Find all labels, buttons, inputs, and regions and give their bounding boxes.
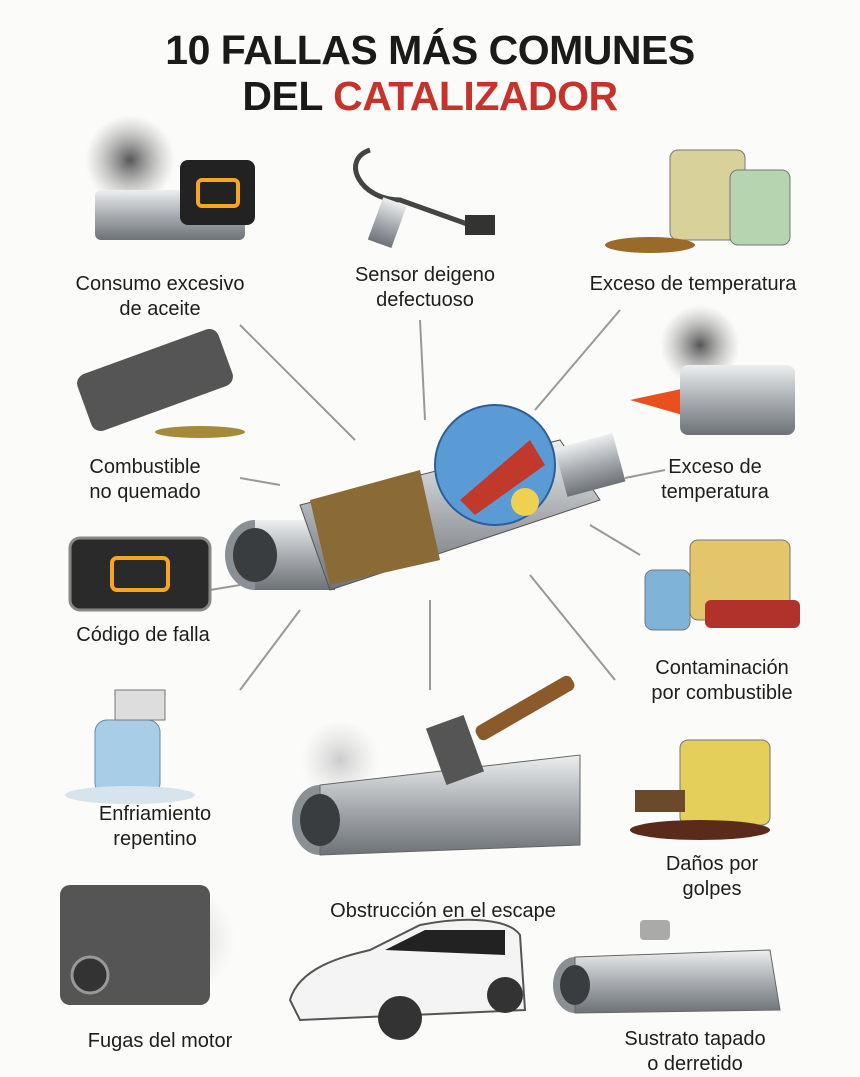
page-title-line2: DEL CATALIZADOR: [0, 74, 860, 118]
failure-label-unburned-fuel: Combustible no quemado: [89, 455, 200, 505]
failure-label-impact: Daños por golpes: [666, 852, 758, 902]
failure-label-obstruction: Obstrucción en el escape: [330, 899, 556, 924]
label-line: repentino: [113, 828, 197, 850]
label-line: o derretido: [647, 1053, 743, 1075]
label-line: golpes: [682, 878, 742, 900]
smoking-exhaust-icon: [85, 115, 255, 240]
title-prefix: DEL: [242, 73, 323, 119]
label-line: Daños por: [665, 853, 759, 875]
label-line: Contaminación: [655, 657, 789, 679]
check-engine-light-icon: [68, 536, 212, 612]
logo: [434, 404, 556, 526]
leaking-jerrycan-icon: [630, 739, 771, 840]
failure-label-cooling: Enfriamiento repentino: [99, 802, 211, 852]
oil-cans-icon: [605, 149, 791, 253]
label-line: temperatura: [661, 481, 769, 503]
failure-label-oil: Consumo excesivo de aceite: [76, 272, 245, 322]
label-line: no quemado: [89, 481, 201, 503]
catalytic-converter-icon: [225, 433, 626, 591]
label-line: Sustrato tapado: [624, 1028, 766, 1050]
overheating-engine-icon: [630, 305, 795, 435]
failure-label-engine-leaks: Fugas del motor: [88, 1029, 233, 1054]
label-line: por combustible: [651, 682, 793, 704]
spray-bottle-icon: [65, 689, 195, 804]
failure-label-substrate: Sustrato tapado o derretido: [624, 1027, 765, 1077]
label-line: Código de falla: [76, 624, 210, 646]
page-title: 10 FALLAS MÁS COMUNES: [165, 27, 695, 73]
failure-label-fault-code: Código de falla: [76, 623, 209, 648]
failure-label-temperature: Exceso de temperatura: [590, 272, 797, 297]
label-line: Consumo excesivo: [75, 273, 245, 295]
title-highlight: CATALIZADOR: [333, 73, 618, 119]
label-line: Exceso de: [668, 456, 762, 478]
fuel-injectors-icon: [77, 328, 245, 438]
oxygen-sensor-icon: [353, 147, 495, 249]
label-line: de aceite: [119, 298, 201, 320]
failure-label-sensor: Sensor deigeno defectuoso: [355, 263, 495, 313]
car-icon: [288, 918, 527, 1040]
label-line: Sensor deigeno: [354, 264, 496, 286]
label-line: Enfriamiento: [98, 803, 212, 825]
engine-block-icon: [60, 885, 235, 1005]
failure-label-overheat: Exceso de temperatura: [661, 455, 769, 505]
label-line: Combustible: [89, 456, 201, 478]
label-line: defectuoso: [376, 289, 474, 311]
label-line: Exceso de temperatura: [589, 273, 797, 295]
label-line: Fugas del motor: [87, 1030, 233, 1052]
melted-converter-icon: [553, 920, 781, 1014]
label-line: Obstrucción en el escape: [330, 900, 556, 922]
fuel-containers-icon: [644, 539, 800, 631]
connector-lines: [209, 309, 666, 691]
hammer-on-converter-icon: [292, 675, 581, 856]
failure-label-contamination: Contaminación por combustible: [651, 656, 792, 706]
